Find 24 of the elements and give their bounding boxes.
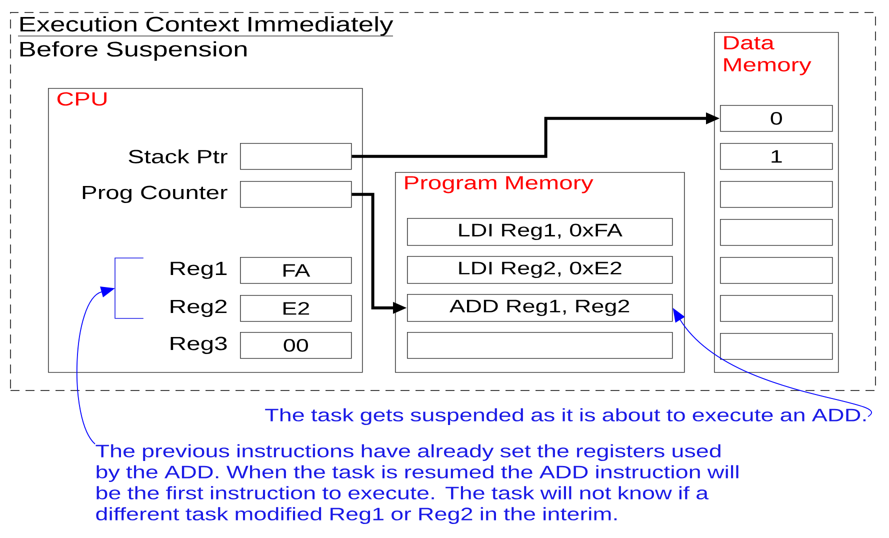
memory-cell: [720, 219, 833, 246]
memory-cell: 1: [720, 143, 833, 170]
memory-cell: E2: [240, 295, 352, 322]
memory-cell: LDI Reg1, 0xFA: [407, 218, 673, 246]
memory-cell: FA: [240, 257, 352, 284]
memory-cell: [720, 333, 833, 360]
register-label: Reg2: [170, 300, 227, 317]
memory-cell: [240, 143, 352, 170]
memory-cell: [240, 181, 352, 208]
memory-cell: [720, 181, 833, 208]
bracket: [114, 258, 144, 319]
note-text: The previous instructions have already set the registers used by the ADD. When the task is resumed the ADD instruction will be the first instruction to execute. The task will not know if a different task modified Reg1 or Reg2 in the interim.: [96, 444, 738, 524]
memory-cell: LDI Reg2, 0xE2: [407, 256, 673, 284]
memory-cell: 0: [720, 105, 833, 132]
register-label: Reg3: [170, 336, 227, 354]
memory-cell: [720, 295, 833, 322]
memory-cell: [407, 332, 673, 359]
register-label: Stack Ptr: [128, 149, 228, 164]
memory-cell: 00: [240, 332, 352, 359]
note-text: The task gets suspended as it is about to execute an ADD.: [265, 408, 866, 425]
memory-cell: [720, 257, 833, 284]
register-label: Reg1: [170, 262, 227, 279]
register-label: Prog Counter: [82, 186, 228, 203]
memory-cell: ADD Reg1, Reg2: [407, 294, 673, 322]
